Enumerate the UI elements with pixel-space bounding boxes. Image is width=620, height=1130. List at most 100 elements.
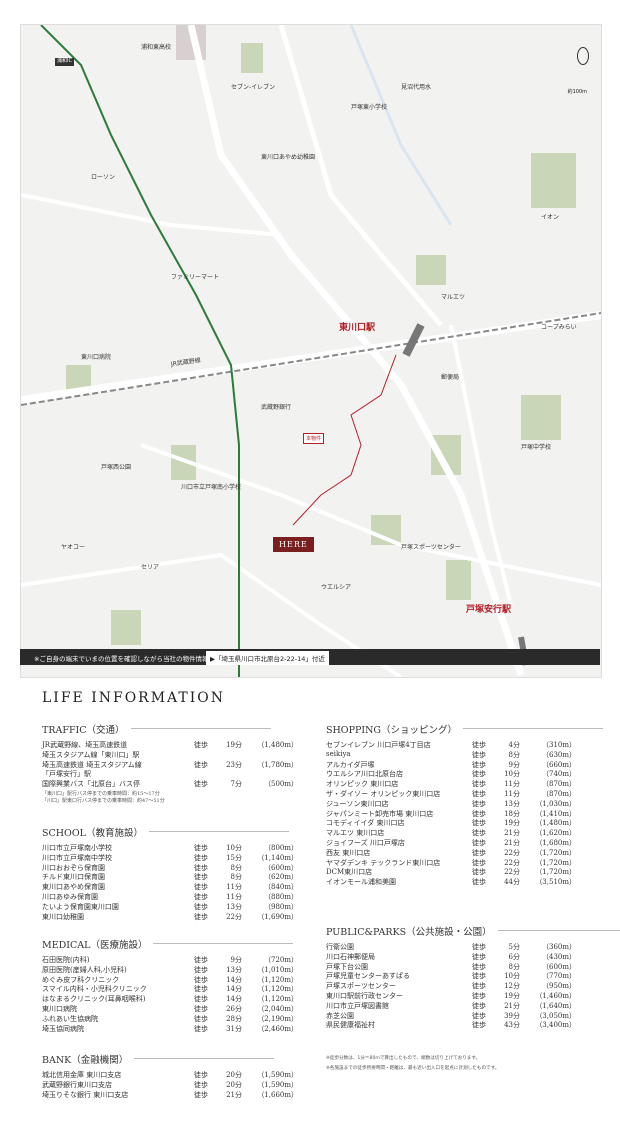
facility-name: 戸塚下台公園 [326, 962, 368, 971]
walk-distance: （1,590m） [257, 1071, 298, 1079]
walk-label: 徒歩 [194, 780, 208, 789]
walk-label: 徒歩 [472, 982, 486, 991]
north-arrow-icon [577, 47, 589, 65]
section-school: SCHOOL（教育施設） [42, 825, 289, 839]
park-area [521, 395, 561, 440]
walk-minutes: 21分 [504, 829, 520, 838]
walk-label: 徒歩 [472, 1021, 486, 1030]
walk-distance: （1,140m） [257, 853, 298, 862]
walk-distance: （1,640m） [535, 1001, 576, 1010]
walk-label: 徒歩 [472, 789, 486, 798]
map-label: セリア [141, 564, 160, 571]
walk-distance: （980m） [264, 902, 298, 911]
facility-name: 城北信用金庫 東川口支店 [42, 1071, 122, 1079]
walk-label: 徒歩 [472, 829, 486, 838]
map-banner: ※ご自身の端末でいまの位置を確認しながら当社の物件情報もどうぞ ▶「埼玉県川口市… [20, 649, 600, 665]
map-label: ファミリーマート [171, 274, 220, 281]
property-marker[interactable]: 本物件 [303, 433, 325, 444]
walk-minutes: 14分 [226, 985, 242, 994]
facility-name: 川口市立戸塚南小学校 [42, 844, 112, 852]
walk-distance: （2,040m） [257, 1004, 298, 1013]
walk-minutes: 11分 [226, 892, 242, 901]
walk-minutes: 39分 [504, 1011, 520, 1020]
area-map[interactable]: 浦和IC JR武蔵野線 東川口駅 戸塚安行駅 HERE 本物件 約100m 浦和… [20, 24, 602, 678]
walk-label: 徒歩 [194, 1071, 208, 1079]
map-roads [21, 25, 601, 677]
route-to-station [292, 354, 397, 526]
facility-row: 「戸塚安行」駅 [42, 769, 298, 779]
walk-distance: （430m） [542, 952, 576, 961]
walk-distance: （1,410m） [535, 809, 576, 818]
info-title: LIFE INFORMATION [42, 690, 225, 706]
walk-distance: （840m） [264, 883, 298, 892]
walk-label: 徒歩 [472, 838, 486, 847]
map-label: 郵便局 [441, 374, 460, 381]
walk-label: 徒歩 [472, 868, 486, 877]
walk-distance: （1,660m） [257, 1090, 298, 1099]
facility-name: オリンピック 東川口店 [326, 780, 399, 789]
facility-name: seikiya [326, 749, 351, 758]
map-label: コープみらい [541, 324, 577, 331]
station-tozukaangyo[interactable]: 戸塚安行駅 [466, 605, 512, 615]
facility-name: 川口おおぞら保育園 [42, 863, 105, 872]
facility-name: 「戸塚安行」駅 [42, 770, 91, 779]
walk-distance: （870m） [542, 789, 576, 798]
ic-label: 浦和IC [55, 58, 74, 66]
walk-distance: （770m） [542, 972, 576, 981]
walk-distance: （1,030m） [535, 799, 576, 808]
scale-bar: 約100m [567, 89, 587, 95]
road [278, 25, 443, 327]
section-traffic: TRAFFIC（交通） [42, 722, 270, 736]
banner-text: ※ご自身の端末でいまの位置を確認しながら当社の物件情報もどうぞ [34, 655, 235, 663]
facility-name: JR武蔵野線、埼玉高速鉄道 [42, 741, 128, 749]
road [21, 193, 282, 237]
walk-minutes: 11分 [226, 883, 242, 892]
walk-minutes: 14分 [226, 975, 242, 984]
walk-minutes: 12分 [504, 982, 520, 991]
facility-name: 赤芝公園 [326, 1011, 354, 1020]
walk-distance: （600m） [542, 962, 576, 971]
walk-label: 徒歩 [472, 750, 486, 759]
walk-distance: （720m） [264, 956, 298, 964]
walk-label: 徒歩 [472, 858, 486, 867]
station-higashi-kawaguchi[interactable]: 東川口駅 [339, 323, 376, 333]
walk-label: 徒歩 [194, 975, 208, 984]
walk-distance: （3,510m） [535, 878, 576, 887]
walk-label: 徒歩 [472, 780, 486, 789]
walk-label: 徒歩 [472, 1001, 486, 1010]
facility-name: 原田医院(産婦人科,小児科) [42, 965, 127, 974]
facility-name: ジョイフーズ 川口戸塚店 [326, 838, 405, 847]
traffic-note: 「川口」駅東口行バス停までの乗車時間：約47〜51分 [42, 798, 165, 804]
walk-label: 徒歩 [472, 770, 486, 779]
facility-name: 東川口幼稚園 [42, 912, 84, 921]
facility-name: ザ・ダイソー オリンピック東川口店 [326, 789, 441, 798]
walk-minutes: 10分 [504, 770, 520, 779]
park-area [416, 255, 446, 285]
here-marker[interactable]: HERE [273, 537, 314, 552]
station-block [402, 323, 425, 357]
map-label: 戸塚スポーツセンター [401, 544, 461, 551]
map-label: 東川口あやめ幼稚園 [261, 154, 316, 161]
walk-distance: （880m） [264, 892, 298, 901]
facility-name: 川口石神郵便局 [326, 952, 375, 961]
walk-label: 徒歩 [472, 952, 486, 961]
walk-label: 徒歩 [194, 760, 208, 769]
expressway [40, 25, 240, 677]
